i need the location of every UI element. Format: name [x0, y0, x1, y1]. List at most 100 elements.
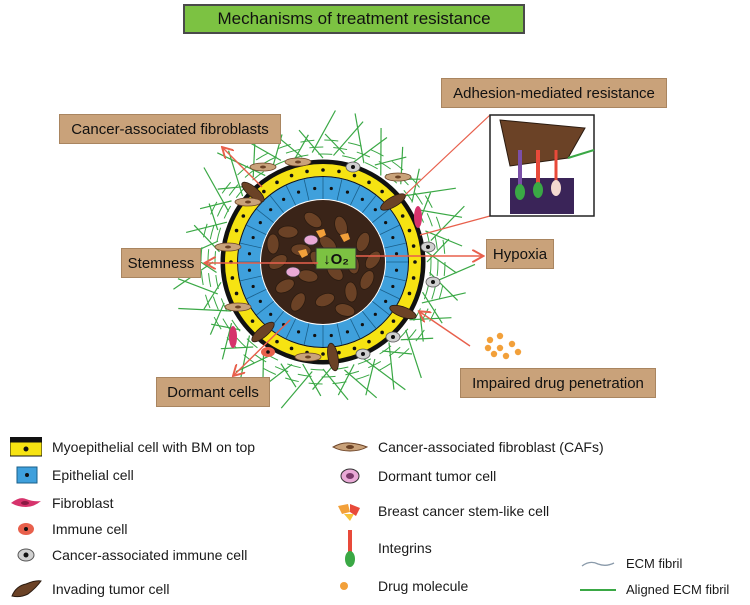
tumor-cell — [266, 233, 280, 255]
legend-fibroblast: Fibroblast — [10, 493, 113, 513]
myoepithelial-nucleus — [411, 244, 416, 248]
dormant-tumor-cell-icon — [340, 468, 360, 484]
drug-molecule-icon — [340, 582, 348, 590]
stromal-cells — [214, 157, 441, 362]
epithelial-border — [361, 195, 377, 213]
epithelial-nucleus — [384, 221, 388, 225]
epithelial-nucleus — [391, 235, 395, 240]
epithelial-nucleus — [247, 252, 252, 256]
epithelial-nucleus — [329, 186, 333, 191]
epithelial-cell-icon — [16, 466, 38, 484]
legend-label: Integrins — [378, 540, 432, 556]
myoepithelial-nucleus — [367, 339, 371, 344]
epithelial-nucleus — [269, 208, 273, 212]
legend-aligned-ecm: Aligned ECM fibril — [580, 582, 729, 597]
epithelial-cell-borders — [238, 177, 408, 347]
myoepithelial-cell-icon — [10, 437, 42, 457]
dormant-label: Dormant cells — [156, 377, 270, 407]
basement-membrane-ring — [220, 159, 426, 365]
epithelial-border — [285, 318, 297, 339]
fibroblast-icon — [11, 498, 41, 507]
epithelial-nucleus — [394, 268, 399, 272]
epithelial-nucleus — [296, 190, 301, 194]
tumor-cell — [277, 225, 299, 239]
ecm-fibril-icon — [581, 561, 615, 567]
epithelial-nucleus — [258, 299, 262, 303]
caf-nucleus — [245, 200, 251, 204]
aligned-ecm-fibril — [203, 167, 230, 212]
epithelial-nucleus — [251, 235, 255, 240]
myoepithelial-nucleus — [262, 189, 266, 194]
caf-nucleus — [225, 245, 231, 249]
immune-nucleus — [391, 335, 395, 339]
drug-penetration-arrow — [420, 312, 471, 347]
aligned-ecm-fibril — [311, 110, 336, 153]
tumor-cell — [344, 281, 358, 303]
immune-nucleus — [426, 245, 430, 249]
myoepithelial-nucleus — [391, 319, 396, 323]
aligned-ecm-fibril — [178, 307, 232, 312]
myoepithelial-nucleus — [380, 189, 384, 194]
legend-stem-like: Breast cancer stem-like cell — [332, 500, 549, 522]
stem-like-cell-icon — [338, 504, 360, 521]
myoepithelial-nucleus — [275, 180, 279, 185]
myoepithelial-nucleus — [241, 214, 246, 218]
aligned-ecm-fibril — [312, 365, 334, 390]
epithelial-border — [246, 224, 267, 236]
myoepithelial-nucleus — [234, 228, 239, 233]
epithelial-nucleus — [345, 330, 350, 334]
adhesion-label: Adhesion-mediated resistance — [441, 78, 667, 108]
epithelial-nucleus — [296, 330, 301, 334]
tumor-core-cells — [241, 181, 417, 372]
epithelial-border — [372, 300, 390, 316]
hypoxia-box — [315, 247, 357, 270]
tumor-cell — [303, 211, 323, 229]
legend-drug: Drug molecule — [332, 578, 468, 594]
aligned-ecm-fibril — [324, 133, 345, 155]
epithelial-border — [240, 275, 262, 282]
epithelial-border — [240, 242, 262, 249]
legend-integrins: Integrins — [332, 528, 432, 568]
adhesion-callout-line-top — [404, 114, 491, 196]
myoepithelial-nucleus — [234, 291, 239, 296]
myoepithelial-nucleus — [352, 173, 357, 178]
legend-label: Aligned ECM fibril — [626, 582, 730, 597]
aligned-ecm-fibril — [280, 371, 313, 409]
epithelial-nucleus — [373, 208, 377, 212]
oxygen-label: ↓O₂ — [323, 251, 349, 268]
epithelial-nucleus — [313, 333, 317, 338]
epithelial-nucleus — [360, 197, 364, 201]
epithelial-nucleus — [384, 299, 388, 303]
myoepithelial-nucleus — [321, 352, 325, 356]
tumor-cell — [334, 303, 356, 317]
adhesion-inset — [489, 114, 595, 217]
drug-molecule — [496, 332, 504, 340]
dormant-tumor-cell — [285, 266, 301, 278]
epithelial-nucleus — [282, 197, 286, 201]
drug-molecule — [486, 336, 494, 344]
epithelial-border — [349, 318, 361, 339]
legend-label: Myoepithelial cell with BM on top — [52, 439, 256, 455]
caf-nucleus — [395, 175, 401, 179]
legend-label: Drug molecule — [378, 578, 469, 594]
aligned-ecm-fibril — [382, 350, 413, 355]
epithelial-nucleus — [313, 186, 317, 191]
aligned-ecm-fibril — [421, 292, 466, 304]
legend-label: Immune cell — [52, 521, 128, 537]
drug-penetration-label: Impaired drug penetration — [460, 368, 656, 398]
epithelial-border — [246, 288, 267, 300]
aligned-ecm-fibril — [302, 363, 322, 397]
aligned-ecm-fibril — [425, 230, 463, 247]
aligned-ecm-fibril — [374, 156, 407, 166]
invading-tumor-cell — [251, 321, 275, 343]
legend-label: Cancer-associated fibroblast (CAFs) — [378, 439, 604, 455]
aligned-ecm-fibril — [333, 121, 364, 156]
myoepithelial-nucleus — [337, 350, 341, 355]
ecm-fibril-ring — [200, 139, 446, 385]
myoepithelial-nucleus — [337, 169, 341, 174]
invading-tumor-cell — [389, 304, 417, 320]
epithelial-border — [285, 185, 297, 206]
epithelial-border — [303, 179, 310, 201]
aligned-ecm-fibril — [352, 136, 388, 163]
tumor-cell — [268, 254, 288, 270]
